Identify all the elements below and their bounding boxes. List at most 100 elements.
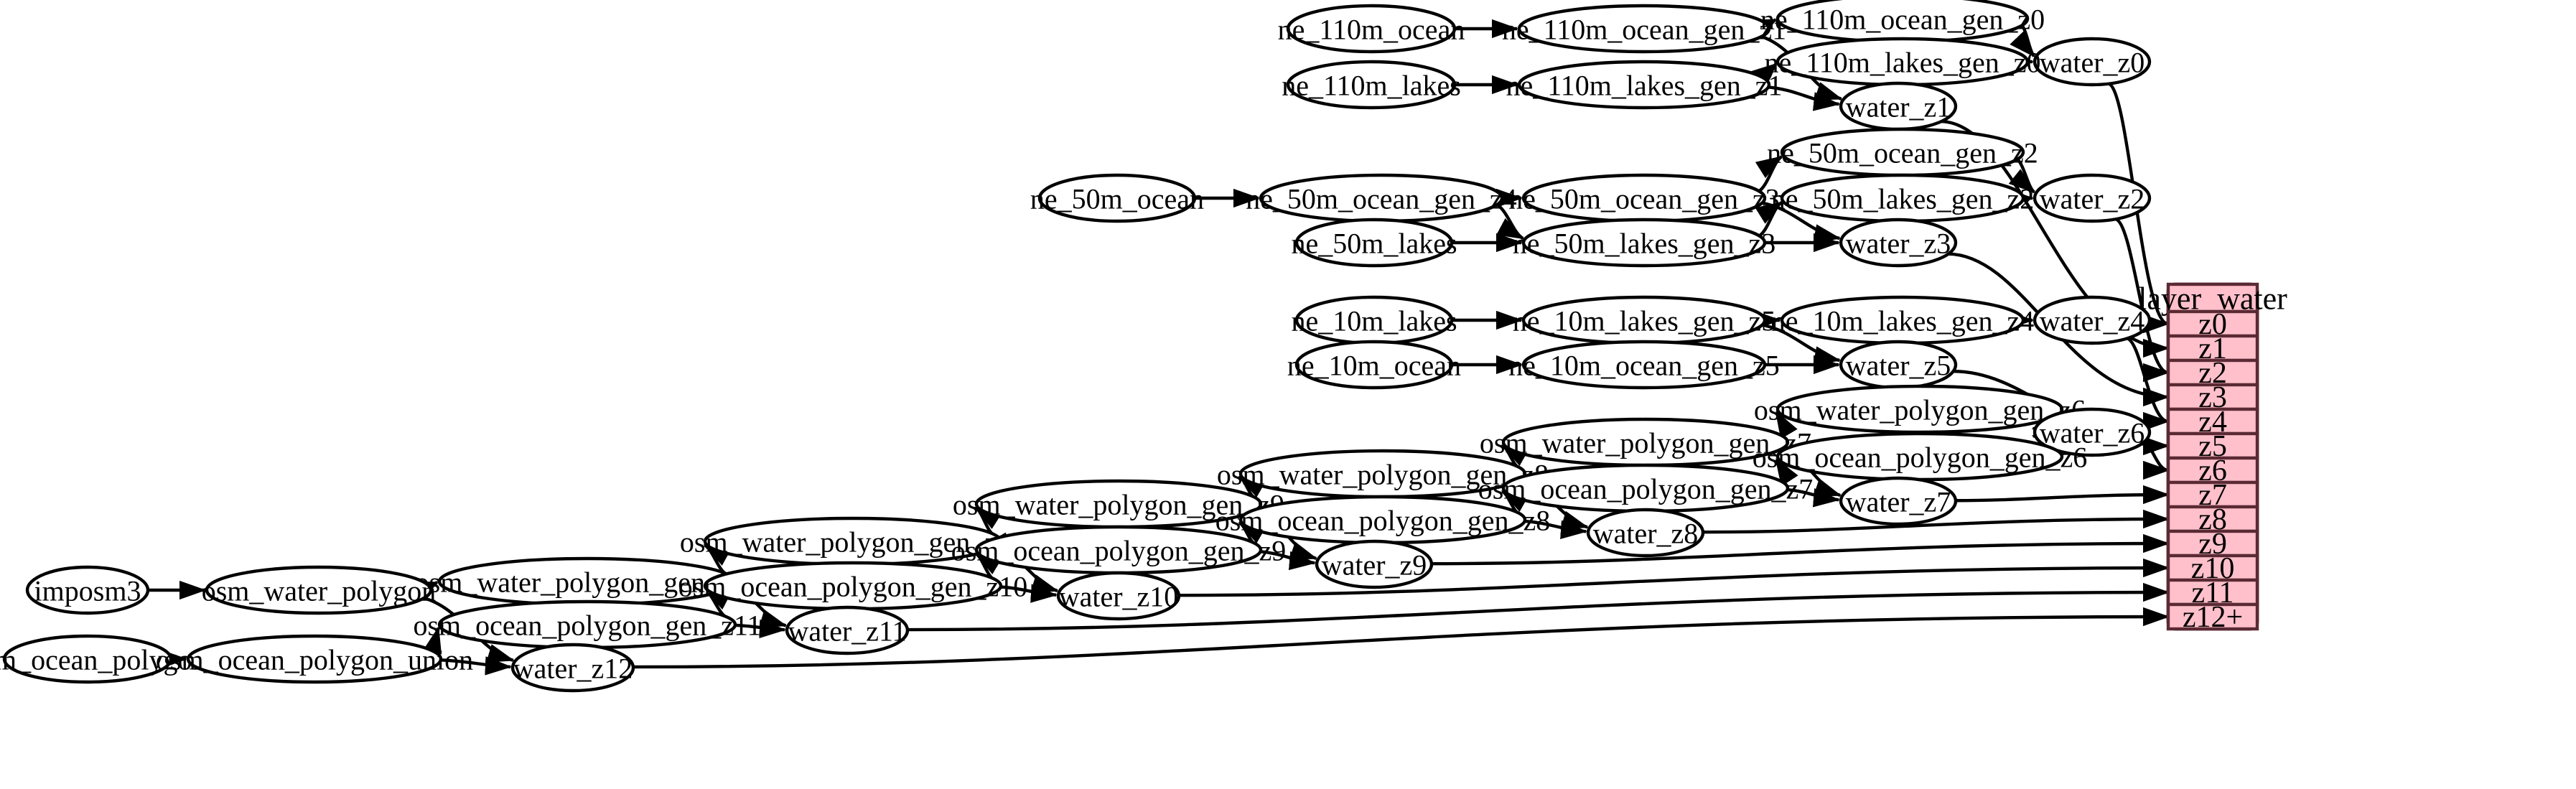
edges-layer xyxy=(147,18,2170,676)
node-water_z1[interactable]: water_z1 xyxy=(1839,81,1958,131)
node-label: ne_50m_lakes xyxy=(1291,228,1457,260)
node-ne_110m_ocean_gen_z1[interactable]: ne_110m_ocean_gen_z1 xyxy=(1502,4,1786,54)
node-water_z3[interactable]: water_z3 xyxy=(1839,218,1958,268)
node-label: water_z9 xyxy=(1322,549,1427,582)
layer-water-row-z2-cell[interactable] xyxy=(2166,358,2259,387)
layer-water-row-z7-cell[interactable] xyxy=(2166,480,2259,509)
node-shape xyxy=(785,605,910,655)
node-shape xyxy=(1521,218,1767,268)
node-osm_water_polygon_gen_z9[interactable]: osm_water_polygon_gen_z9 xyxy=(953,479,1284,529)
node-water_z9[interactable]: water_z9 xyxy=(1315,539,1434,589)
layer-water-row-z4-cell[interactable] xyxy=(2166,407,2259,436)
edge-water_z4-to-layer_water-z4 xyxy=(2125,337,2170,431)
edge-osm_ocean_polygon_gen_z9-to-water_z9 xyxy=(1259,549,1317,571)
node-osm_ocean_polygon_gen_z10[interactable]: osm_ocean_polygon_gen_z10 xyxy=(678,561,1028,611)
node-label: water_z8 xyxy=(1593,518,1699,550)
node-water_z4[interactable]: water_z4 xyxy=(2033,295,2152,345)
edge-water_z2-to-layer_water-z2 xyxy=(2114,217,2170,382)
node-label: ne_50m_ocean_gen_z3 xyxy=(1508,183,1780,215)
node-ne_50m_lakes_gen_z3[interactable]: ne_50m_lakes_gen_z3 xyxy=(1513,218,1776,268)
node-osm_ocean_polygon_gen_z6[interactable]: osm_ocean_polygon_gen_z6 xyxy=(1753,431,2088,482)
node-label: ne_50m_ocean_gen_z2 xyxy=(1767,137,2038,169)
node-water_z8[interactable]: water_z8 xyxy=(1586,508,1705,558)
node-osm_ocean_polygon_gen_z9[interactable]: osm_ocean_polygon_gen_z9 xyxy=(951,525,1287,575)
node-osm_water_polygon_gen_z6[interactable]: osm_water_polygon_gen_z6 xyxy=(1754,384,2086,434)
node-shape xyxy=(2033,173,2152,223)
node-ne_50m_lakes_gen_z2[interactable]: ne_50m_lakes_gen_z2 xyxy=(1771,173,2035,223)
node-label: osm_water_polygon_gen_z8 xyxy=(1217,459,1549,491)
node-water_z11[interactable]: water_z11 xyxy=(785,605,910,655)
node-ne_50m_ocean_gen_z4[interactable]: ne_50m_ocean_gen_z4 xyxy=(1246,173,1517,223)
node-shape xyxy=(1517,60,1771,110)
node-osm_ocean_polygon_gen_z8[interactable]: osm_ocean_polygon_gen_z8 xyxy=(1215,495,1551,545)
layer-water-title-cell[interactable] xyxy=(2166,282,2259,314)
node-water_z0[interactable]: water_z0 xyxy=(2033,37,2152,87)
node-label: ne_110m_ocean_gen_z0 xyxy=(1760,4,2045,36)
node-ne_110m_ocean_gen_z0[interactable]: ne_110m_ocean_gen_z0 xyxy=(1760,0,2045,44)
node-osm_ocean_polygon[interactable]: osm_ocean_polygon xyxy=(0,634,207,684)
layer-water-row-z0-cell[interactable] xyxy=(2166,309,2259,338)
node-osm_ocean_polygon_union[interactable]: osm_ocean_polygon_union xyxy=(156,634,473,684)
node-ne_10m_lakes_gen_z4[interactable]: ne_10m_lakes_gen_z4 xyxy=(1771,295,2035,345)
node-ne_10m_ocean[interactable]: ne_10m_ocean xyxy=(1287,340,1461,390)
layer-water-row-z11-cell[interactable] xyxy=(2166,578,2259,607)
node-ne_10m_ocean_gen_z5[interactable]: ne_10m_ocean_gen_z5 xyxy=(1508,340,1780,390)
layer-water-row-z12plus-cell[interactable] xyxy=(2166,602,2259,631)
node-water_z7[interactable]: water_z7 xyxy=(1839,476,1958,526)
node-label: water_z2 xyxy=(2040,183,2145,215)
layer-water-row-z6-cell[interactable] xyxy=(2166,456,2259,485)
node-osm_water_polygon[interactable]: osm_water_polygon xyxy=(202,565,437,615)
node-water_z12[interactable]: water_z12 xyxy=(510,643,635,693)
node-ne_110m_lakes_gen_z0[interactable]: ne_110m_lakes_gen_z0 xyxy=(1764,37,2041,87)
node-shape xyxy=(2033,295,2152,345)
node-osm_water_polygon_gen_z8[interactable]: osm_water_polygon_gen_z8 xyxy=(1217,449,1549,499)
node-label: osm_ocean_polygon xyxy=(0,644,207,676)
edge-ne_50m_ocean_gen_z3-to-ne_50m_ocean_gen_z2 xyxy=(1755,155,1783,193)
edge-water_z12-to-layer_water-z12+ xyxy=(633,607,2170,669)
node-label: water_z5 xyxy=(1846,350,1951,382)
node-label: water_z1 xyxy=(1846,91,1951,123)
node-osm_ocean_polygon_gen_z11[interactable]: osm_ocean_polygon_gen_z11 xyxy=(413,599,762,650)
node-water_z2[interactable]: water_z2 xyxy=(2033,173,2152,223)
layer-water-row-z9-cell[interactable] xyxy=(2166,529,2259,558)
node-label: ne_50m_lakes_gen_z2 xyxy=(1771,183,2035,215)
node-ne_110m_lakes[interactable]: ne_110m_lakes xyxy=(1282,60,1461,110)
node-water_z6[interactable]: water_z6 xyxy=(2033,407,2152,457)
node-label: osm_water_polygon_gen_z10 xyxy=(680,526,1026,559)
node-label: ne_110m_ocean_gen_z1 xyxy=(1502,14,1786,46)
node-label: water_z11 xyxy=(788,615,906,648)
edge-ne_50m_lakes_gen_z3-to-ne_50m_lakes_gen_z2 xyxy=(1755,201,1783,238)
node-label: water_z3 xyxy=(1846,228,1951,260)
edge-water_z9-to-layer_water-z9 xyxy=(1431,533,2170,566)
node-label: water_z6 xyxy=(2040,417,2145,449)
layer-water-row-z5-cell[interactable] xyxy=(2166,431,2259,460)
node-ne_110m_lakes_gen_z1[interactable]: ne_110m_lakes_gen_z1 xyxy=(1506,60,1783,110)
node-label: ne_10m_lakes_gen_z4 xyxy=(1771,305,2035,337)
node-ne_10m_lakes[interactable]: ne_10m_lakes xyxy=(1291,295,1457,345)
node-ne_110m_ocean[interactable]: ne_110m_ocean xyxy=(1278,4,1465,54)
node-label: osm_water_polygon_gen_z6 xyxy=(1754,394,2086,426)
node-label: ne_110m_ocean xyxy=(1278,14,1465,46)
layer-water-row-z8-cell[interactable] xyxy=(2166,505,2259,533)
node-label: osm_ocean_polygon_gen_z6 xyxy=(1753,442,2088,474)
node-label: ne_10m_ocean_gen_z5 xyxy=(1508,350,1780,382)
edge-water_z8-to-layer_water-z8 xyxy=(1702,509,2170,534)
node-ne_50m_ocean[interactable]: ne_50m_ocean xyxy=(1030,173,1204,223)
node-water_z10[interactable]: water_z10 xyxy=(1056,571,1181,621)
node-osm_ocean_polygon_gen_z7[interactable]: osm_ocean_polygon_gen_z7 xyxy=(1478,463,1814,513)
node-ne_10m_lakes_gen_z5[interactable]: ne_10m_lakes_gen_z5 xyxy=(1513,295,1776,345)
node-ne_50m_lakes[interactable]: ne_50m_lakes xyxy=(1291,218,1457,268)
node-shape xyxy=(1517,4,1771,54)
node-ne_50m_ocean_gen_z3[interactable]: ne_50m_ocean_gen_z3 xyxy=(1508,173,1780,223)
layer-water-row-z3-cell[interactable] xyxy=(2166,383,2259,411)
node-label: ne_10m_lakes_gen_z5 xyxy=(1513,305,1776,337)
node-label: water_z12 xyxy=(513,653,633,685)
edge-water_z6-to-layer_water-z6 xyxy=(2142,440,2170,480)
node-label: ne_50m_lakes_gen_z3 xyxy=(1513,228,1776,260)
node-osm_water_polygon_gen_z10[interactable]: osm_water_polygon_gen_z10 xyxy=(680,516,1026,566)
node-imposm3[interactable]: imposm3 xyxy=(25,565,150,615)
node-label: osm_ocean_polygon_gen_z8 xyxy=(1215,505,1551,537)
node-water_z5[interactable]: water_z5 xyxy=(1839,340,1958,390)
node-ne_50m_ocean_gen_z2[interactable]: ne_50m_ocean_gen_z2 xyxy=(1767,127,2038,177)
